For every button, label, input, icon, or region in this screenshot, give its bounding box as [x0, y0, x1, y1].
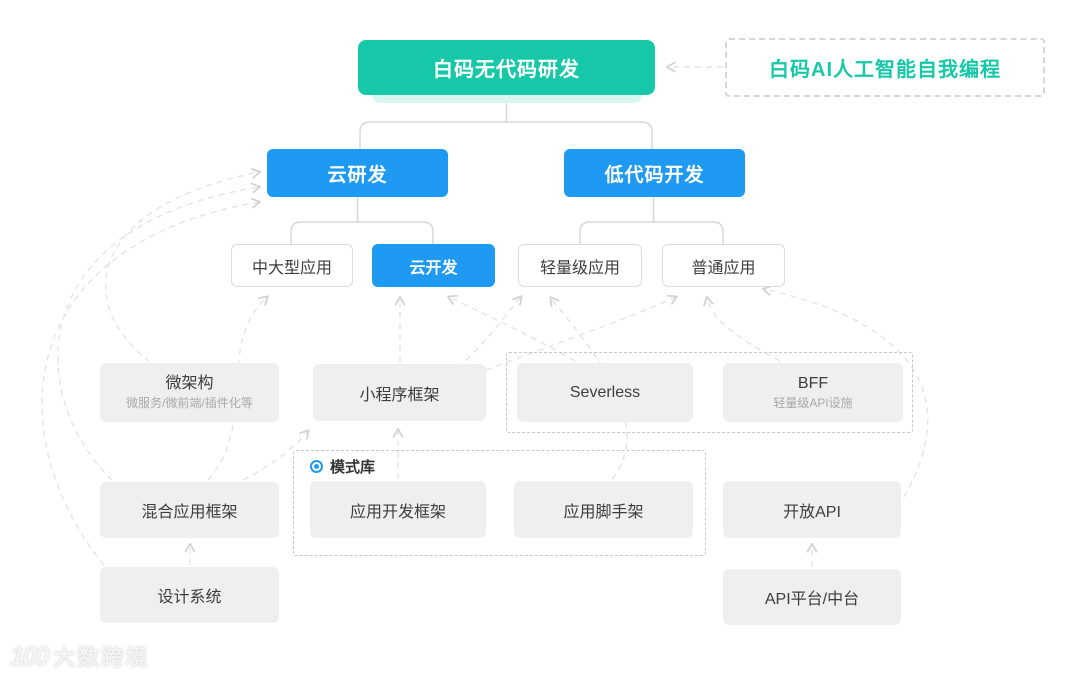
- node-cloud-rd-label: 云研发: [327, 164, 388, 186]
- pattern-library-text: 模式库: [330, 459, 376, 476]
- node-design-system-label: 设计系统: [157, 589, 222, 606]
- node-open-api-label: 开放API: [783, 503, 841, 521]
- node-cloud-dev-label: 云开发: [409, 259, 458, 277]
- node-micro-arch-subtitle: 微服务/微前端/插件化等: [126, 396, 253, 410]
- tree-connectors: [290, 95, 724, 244]
- watermark-logo: 100: [10, 640, 49, 671]
- node-root: 白码无代码研发: [358, 40, 655, 95]
- serverless-bff-container: [506, 352, 913, 433]
- node-app-dev-framework: 应用开发框架: [310, 481, 486, 538]
- tree-lowcode-children: [579, 221, 724, 244]
- node-micro-arch-title: 微架构: [165, 375, 214, 392]
- node-root-label: 白码无代码研发: [433, 59, 580, 81]
- arrow-microarch-to-cloudrd: [105, 168, 261, 363]
- arrow-design-to-cloudrd: [41, 197, 261, 566]
- node-api-platform-label: API平台/中台: [764, 591, 860, 608]
- node-ai-annotation: 白码AI人工智能自我编程: [725, 38, 1045, 97]
- node-design-system: 设计系统: [100, 567, 279, 623]
- radio-dot-icon: [310, 460, 323, 473]
- node-cloud-rd: 云研发: [267, 149, 448, 197]
- root-box-shadow: [372, 92, 642, 103]
- node-severless: Severless: [517, 363, 693, 422]
- arrow-hybrid-to-cloudrd: [57, 182, 262, 481]
- watermark: 100 大数跨境: [10, 640, 149, 672]
- node-lightweight-app-label: 轻量级应用: [539, 259, 620, 277]
- node-bff: BFF 轻量级API设施: [723, 363, 903, 422]
- arrow-miniprogram-to-common: [485, 294, 678, 371]
- node-mid-large-app: 中大型应用: [231, 244, 353, 287]
- node-hybrid-app-framework: 混合应用框架: [100, 482, 279, 538]
- node-app-scaffold: 应用脚手架: [514, 481, 693, 538]
- node-ai-annotation-label: 白码AI人工智能自我编程: [769, 59, 1001, 81]
- node-bff-title: BFF: [797, 375, 829, 392]
- node-app-dev-framework-label: 应用开发框架: [349, 503, 446, 521]
- tree-level2: [359, 121, 653, 149]
- node-common-app: 普通应用: [662, 244, 785, 287]
- node-severless-label: Severless: [569, 383, 641, 401]
- node-open-api: 开放API: [723, 481, 901, 538]
- arrow-openapi-to-common: [762, 285, 929, 498]
- arrow-hybrid-to-miniprogram: [242, 429, 310, 481]
- node-miniprogram-framework: 小程序框架: [313, 364, 486, 421]
- node-hybrid-app-framework-label: 混合应用框架: [141, 504, 238, 521]
- node-app-scaffold-label: 应用脚手架: [563, 503, 644, 521]
- node-api-platform: API平台/中台: [723, 569, 901, 625]
- arrow-bff-to-common: [703, 296, 781, 362]
- tree-cloudrd-children: [290, 221, 434, 244]
- pattern-library-label: 模式库: [310, 456, 375, 477]
- node-mid-large-app-label: 中大型应用: [251, 259, 332, 277]
- node-miniprogram-framework-label: 小程序框架: [359, 386, 440, 404]
- node-cloud-dev: 云开发: [372, 244, 495, 287]
- node-common-app-label: 普通应用: [691, 259, 756, 277]
- node-micro-arch: 微架构 微服务/微前端/插件化等: [100, 363, 279, 422]
- pattern-library-container: [293, 450, 706, 556]
- node-low-code-dev: 低代码开发: [564, 149, 745, 197]
- node-low-code-dev-label: 低代码开发: [604, 164, 705, 186]
- node-lightweight-app: 轻量级应用: [518, 244, 642, 287]
- node-bff-subtitle: 轻量级API设施: [773, 396, 853, 410]
- arrow-miniprogram-to-lightweight: [457, 295, 523, 369]
- watermark-text: 大数跨境: [53, 645, 150, 670]
